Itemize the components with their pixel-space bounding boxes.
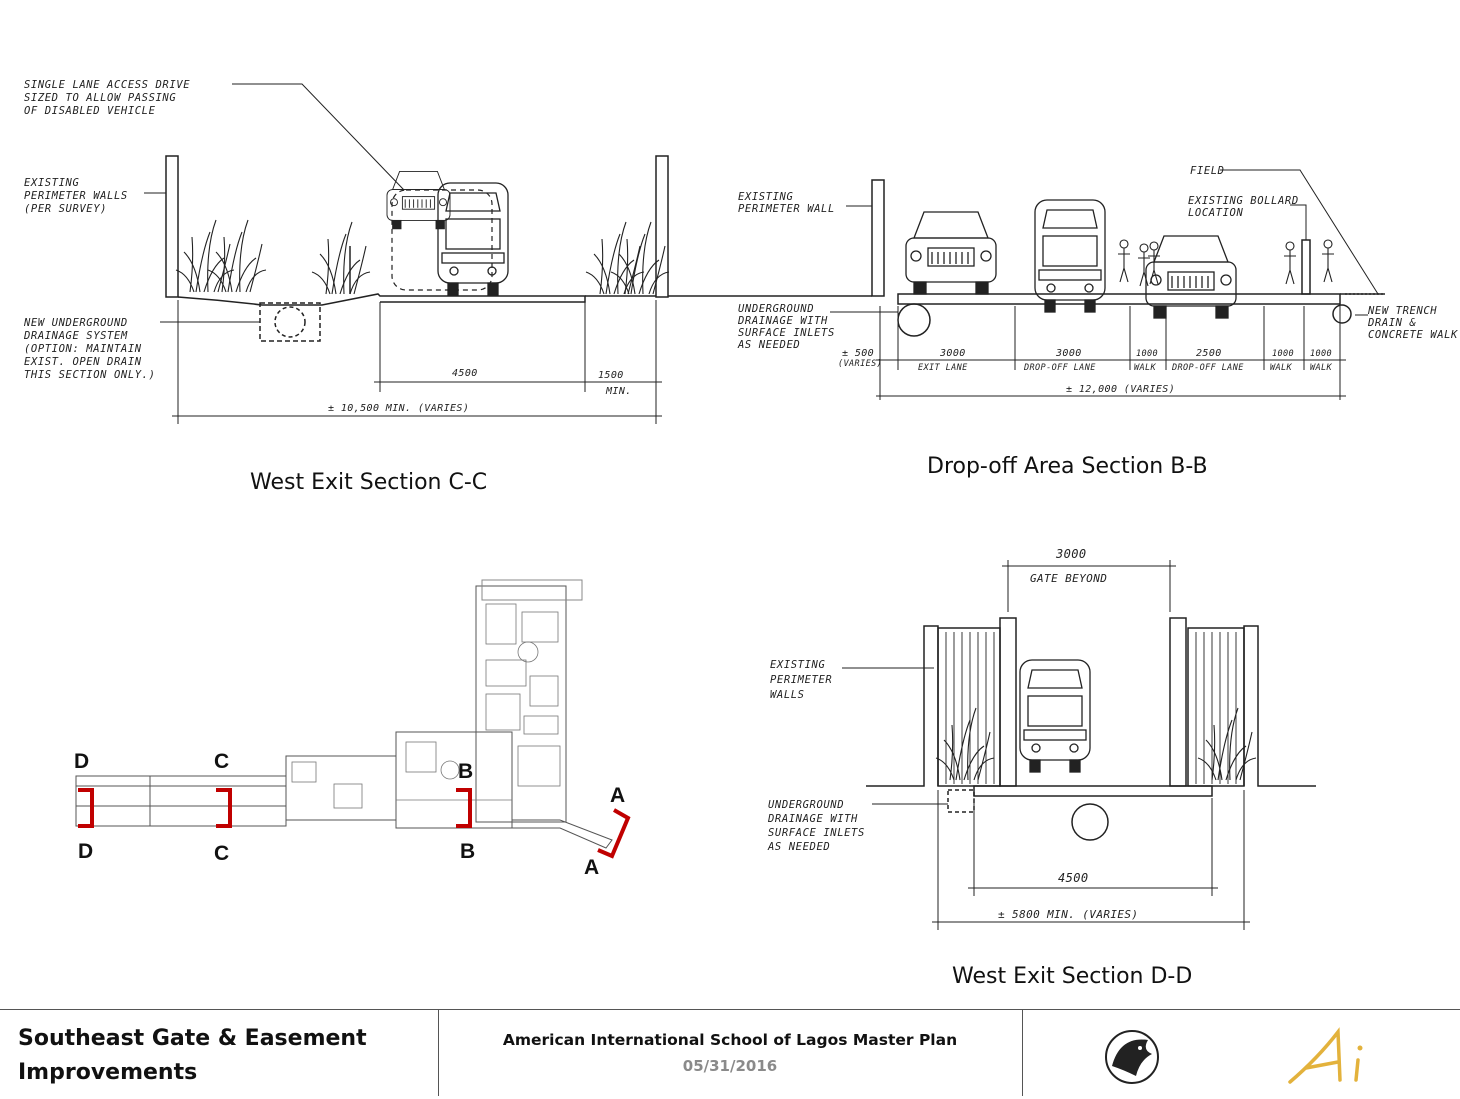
title-block-divider	[1022, 1010, 1023, 1096]
sheet-title-line: Southeast Gate & Easement	[18, 1026, 367, 1051]
svg-text:AS NEEDED: AS NEEDED	[767, 841, 830, 853]
school-logo	[1105, 1030, 1159, 1084]
eagle-icon	[1112, 1039, 1152, 1076]
svg-text:FIELD: FIELD	[1190, 165, 1225, 177]
svg-text:OF DISABLED VEHICLE: OF DISABLED VEHICLE	[24, 105, 156, 117]
svg-text:DROP-OFF LANE: DROP-OFF LANE	[1171, 363, 1244, 373]
svg-text:± 500: ± 500	[842, 348, 874, 359]
title-block: Southeast Gate & Easement Improvements	[0, 1009, 1460, 1096]
svg-text:WALK: WALK	[1270, 363, 1293, 373]
marker-label-a-top: A	[610, 784, 626, 807]
svg-text:DRAIN &: DRAIN &	[1367, 317, 1417, 329]
svg-text:± 10,500 MIN. (VARIES): ± 10,500 MIN. (VARIES)	[328, 403, 469, 414]
marker-label-c-top: C	[214, 750, 230, 773]
marker-label-a-bottom: A	[584, 856, 600, 879]
svg-text:DRAINAGE SYSTEM: DRAINAGE SYSTEM	[23, 330, 128, 342]
sheet-title-line: Improvements	[18, 1060, 198, 1085]
project-date: 05/31/2016	[682, 1057, 778, 1075]
svg-text:PERIMETER WALLS: PERIMETER WALLS	[24, 190, 128, 202]
svg-text:PERIMETER WALL: PERIMETER WALL	[738, 203, 835, 215]
svg-text:EXISTING: EXISTING	[24, 177, 79, 189]
svg-text:EXISTING BOLLARD: EXISTING BOLLARD	[1188, 195, 1299, 207]
section-b-b	[724, 169, 1385, 400]
site-plan	[75, 579, 613, 849]
svg-text:THIS SECTION ONLY.): THIS SECTION ONLY.)	[24, 369, 156, 381]
svg-text:2500: 2500	[1196, 348, 1222, 359]
svg-text:SURFACE INLETS: SURFACE INLETS	[768, 827, 865, 839]
svg-text:WALK: WALK	[1310, 363, 1333, 373]
sheet-title: Southeast Gate & Easement Improvements	[18, 1022, 367, 1090]
svg-text:SURFACE INLETS: SURFACE INLETS	[738, 327, 835, 339]
svg-text:SINGLE LANE ACCESS DRIVE: SINGLE LANE ACCESS DRIVE	[24, 79, 190, 91]
section-d-d-notes: EXISTING PERIMETER WALLS UNDERGROUND DRA…	[767, 547, 1138, 921]
svg-text:PERIMETER: PERIMETER	[770, 674, 832, 686]
section-marker-d	[78, 788, 94, 828]
section-d-d	[842, 560, 1316, 930]
svg-text:WALK: WALK	[1134, 363, 1157, 373]
svg-text:(OPTION: MAINTAIN: (OPTION: MAINTAIN	[24, 343, 142, 355]
svg-text:NEW UNDERGROUND: NEW UNDERGROUND	[23, 317, 128, 329]
svg-text:EXIST. OPEN DRAIN: EXIST. OPEN DRAIN	[24, 356, 142, 368]
section-b-b-notes: EXISTING PERIMETER WALL FIELD EXISTING B…	[737, 165, 1458, 395]
svg-text:1000: 1000	[1310, 349, 1332, 359]
svg-text:WALLS: WALLS	[770, 689, 805, 701]
section-c-c-caption: West Exit Section C-C	[250, 470, 488, 495]
section-markers	[78, 788, 631, 859]
svg-text:(PER SURVEY): (PER SURVEY)	[24, 203, 107, 215]
svg-text:SIZED TO ALLOW PASSING: SIZED TO ALLOW PASSING	[24, 92, 176, 104]
svg-text:EXISTING: EXISTING	[738, 191, 793, 203]
svg-text:GATE BEYOND: GATE BEYOND	[1030, 572, 1107, 585]
ai-logo-mark	[1288, 1027, 1342, 1084]
project-name: American International School of Lagos M…	[502, 1031, 958, 1049]
vegetation-icon	[175, 219, 235, 293]
section-c-c	[144, 83, 724, 424]
section-b-b-caption: Drop-off Area Section B-B	[927, 454, 1208, 479]
section-marker-c	[216, 788, 232, 828]
marker-label-d-top: D	[74, 750, 90, 773]
svg-text:UNDERGROUND: UNDERGROUND	[768, 799, 844, 811]
svg-text:UNDERGROUND: UNDERGROUND	[738, 303, 814, 315]
svg-text:LOCATION: LOCATION	[1188, 207, 1243, 219]
svg-text:NEW TRENCH: NEW TRENCH	[1367, 305, 1437, 317]
section-d-d-caption: West Exit Section D-D	[952, 964, 1193, 989]
svg-text:3000: 3000	[939, 348, 966, 359]
section-c-c-notes: SINGLE LANE ACCESS DRIVE SIZED TO ALLOW …	[23, 79, 632, 414]
svg-text:± 12,000 (VARIES): ± 12,000 (VARIES)	[1066, 384, 1175, 395]
svg-text:1000: 1000	[1272, 349, 1294, 359]
svg-text:± 5800 MIN. (VARIES): ± 5800 MIN. (VARIES)	[998, 908, 1138, 921]
svg-text:MIN.: MIN.	[605, 386, 632, 397]
svg-text:DRAINAGE WITH: DRAINAGE WITH	[767, 813, 858, 825]
svg-text:DRAINAGE WITH: DRAINAGE WITH	[737, 315, 828, 327]
svg-text:EXIT LANE: EXIT LANE	[918, 363, 968, 373]
svg-text:DROP-OFF LANE: DROP-OFF LANE	[1023, 363, 1096, 373]
svg-text:(VARIES): (VARIES)	[838, 359, 882, 369]
svg-text:3000: 3000	[1055, 348, 1082, 359]
marker-label-d-bottom: D	[78, 840, 94, 863]
svg-text:EXISTING: EXISTING	[770, 659, 825, 671]
title-block-divider	[438, 1010, 439, 1096]
svg-text:CONCRETE WALK: CONCRETE WALK	[1368, 329, 1458, 341]
svg-text:AS NEEDED: AS NEEDED	[737, 339, 800, 351]
svg-text:1000: 1000	[1136, 349, 1158, 359]
svg-text:4500: 4500	[1058, 871, 1089, 885]
svg-text:1500: 1500	[598, 370, 624, 381]
svg-text:4500: 4500	[452, 368, 478, 379]
marker-label-b-bottom: B	[460, 840, 476, 863]
svg-text:3000: 3000	[1055, 547, 1087, 561]
marker-label-b-top: B	[458, 760, 474, 783]
section-marker-a	[597, 808, 631, 859]
vehicle-icon	[437, 182, 509, 296]
section-marker-b	[456, 788, 472, 828]
marker-label-c-bottom: C	[214, 842, 230, 865]
ai-logo	[1288, 1027, 1363, 1084]
